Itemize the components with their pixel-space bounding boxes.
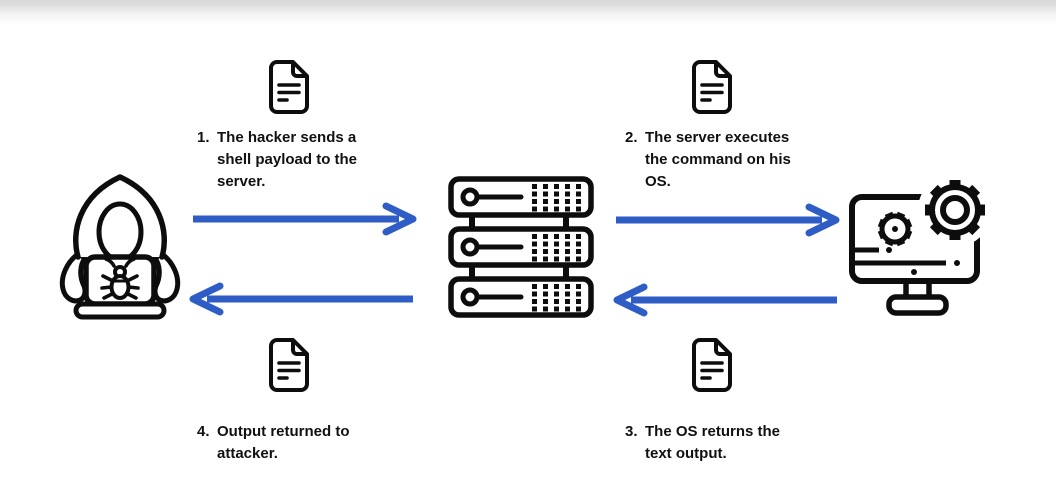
step-text: Output returned to attacker. (217, 423, 350, 462)
step-text: The OS returns the text output. (645, 423, 781, 462)
right-arrow-icon (193, 202, 417, 236)
step-number: 1. (197, 129, 210, 146)
step-3-document (691, 337, 733, 393)
step-number: 4. (197, 423, 210, 440)
arrow-step-1 (189, 202, 419, 236)
document-icon (692, 60, 732, 114)
step-3-label: 3. The OS returns the text output. (625, 421, 805, 465)
top-edge-shadow (0, 0, 1056, 26)
step-4-document (268, 337, 310, 393)
step-1-label: 1. The hacker sends a shell payload to t… (197, 127, 377, 193)
right-arrow-icon (616, 203, 840, 237)
server-node (448, 176, 594, 318)
attacker-node (58, 170, 182, 322)
small-gear-icon (877, 211, 913, 247)
operating-system-node (843, 166, 1011, 322)
step-2-document (691, 59, 733, 115)
document-icon (269, 60, 309, 114)
big-gear-icon (918, 173, 992, 247)
arrow-step-4 (187, 282, 417, 316)
hacker-laptop-bug-icon (59, 174, 181, 320)
step-text: The server executes the command on his O… (645, 129, 791, 190)
arrow-step-3 (611, 283, 841, 317)
server-rack-icon (448, 176, 594, 318)
document-icon (269, 338, 309, 392)
document-icon (692, 338, 732, 392)
bug-icon (100, 257, 140, 300)
step-number: 2. (625, 129, 638, 146)
step-2-label: 2. The server executes the command on hi… (625, 127, 805, 193)
monitor-gears-icon (849, 173, 992, 316)
left-arrow-icon (189, 282, 413, 316)
step-number: 3. (625, 423, 638, 440)
step-1-document (268, 59, 310, 115)
step-4-label: 4. Output returned to attacker. (197, 421, 377, 465)
arrow-step-2 (612, 203, 842, 237)
step-text: The hacker sends a shell payload to the … (217, 129, 358, 190)
left-arrow-icon (613, 283, 837, 317)
